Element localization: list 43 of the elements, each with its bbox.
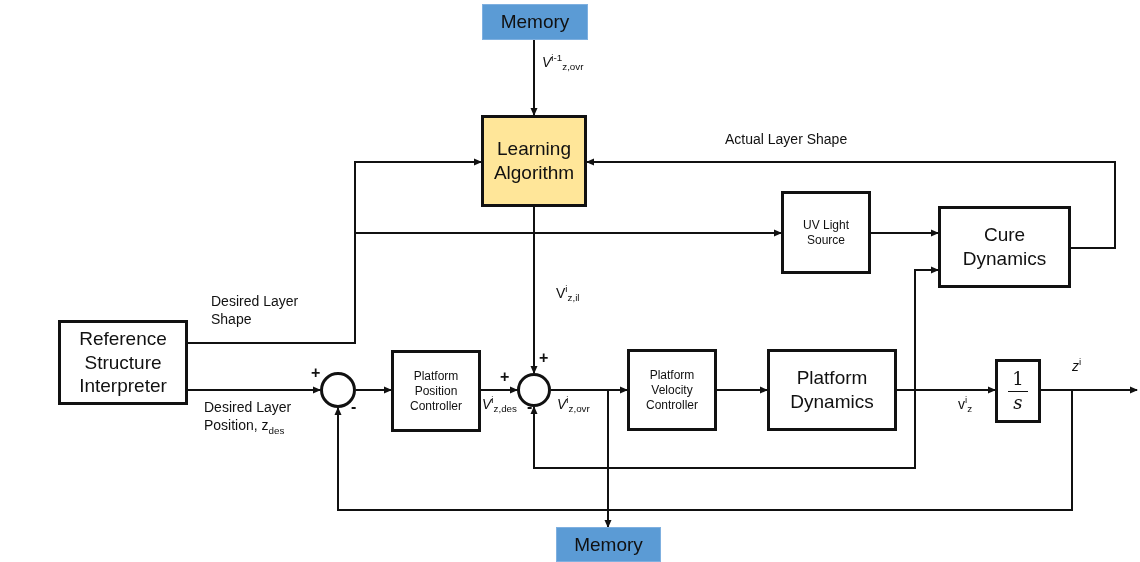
process-block bbox=[481, 115, 587, 207]
block-label: UV Light Source bbox=[802, 217, 850, 248]
block-label: Memory bbox=[574, 532, 643, 557]
process-block bbox=[391, 350, 481, 432]
process-block bbox=[781, 191, 871, 274]
edge-label: z$^{i}$ bbox=[1072, 356, 1082, 375]
arrow bbox=[530, 206, 538, 374]
arrow bbox=[355, 386, 392, 394]
numerator: 1 bbox=[1008, 368, 1028, 392]
block-label: Platform Velocity Controller bbox=[645, 367, 699, 413]
arrow bbox=[530, 39, 538, 116]
memory-block bbox=[556, 527, 661, 562]
arrow bbox=[530, 389, 916, 469]
arrow bbox=[187, 386, 321, 394]
sign-label: - bbox=[351, 398, 357, 416]
sign-label: + bbox=[311, 364, 321, 382]
edge-label: Desired Layer Shape bbox=[211, 292, 300, 329]
denominator: s bbox=[1013, 391, 1023, 414]
process-block bbox=[767, 349, 897, 431]
arrow bbox=[586, 158, 1116, 249]
arrow bbox=[480, 386, 518, 394]
block-label: Cure Dynamics bbox=[961, 223, 1048, 271]
arrow bbox=[716, 386, 768, 394]
block-label: Platform Position Controller bbox=[409, 368, 463, 414]
process-block bbox=[627, 349, 717, 431]
sign-label: - bbox=[527, 398, 533, 416]
memory-block bbox=[482, 4, 588, 40]
summing-junction bbox=[320, 372, 356, 408]
block-label: Memory bbox=[500, 10, 570, 34]
edge-label: Actual Layer Shape bbox=[725, 130, 848, 149]
sign-label: + bbox=[500, 368, 510, 386]
block-label: Learning Algorithm bbox=[492, 137, 576, 185]
process-block bbox=[938, 206, 1071, 288]
summing-junction bbox=[517, 373, 551, 407]
sign-label: + bbox=[539, 349, 549, 367]
arrow bbox=[334, 389, 1073, 511]
block-label: Platform Dynamics bbox=[789, 366, 875, 414]
process-block bbox=[58, 320, 188, 405]
block-label: Reference Structure Interpreter bbox=[78, 326, 168, 399]
integrator-block bbox=[995, 359, 1041, 423]
arrow bbox=[870, 229, 939, 237]
edge-label: Desired Layer Position, z$_{des}$ bbox=[204, 398, 293, 438]
arrow bbox=[550, 389, 612, 528]
